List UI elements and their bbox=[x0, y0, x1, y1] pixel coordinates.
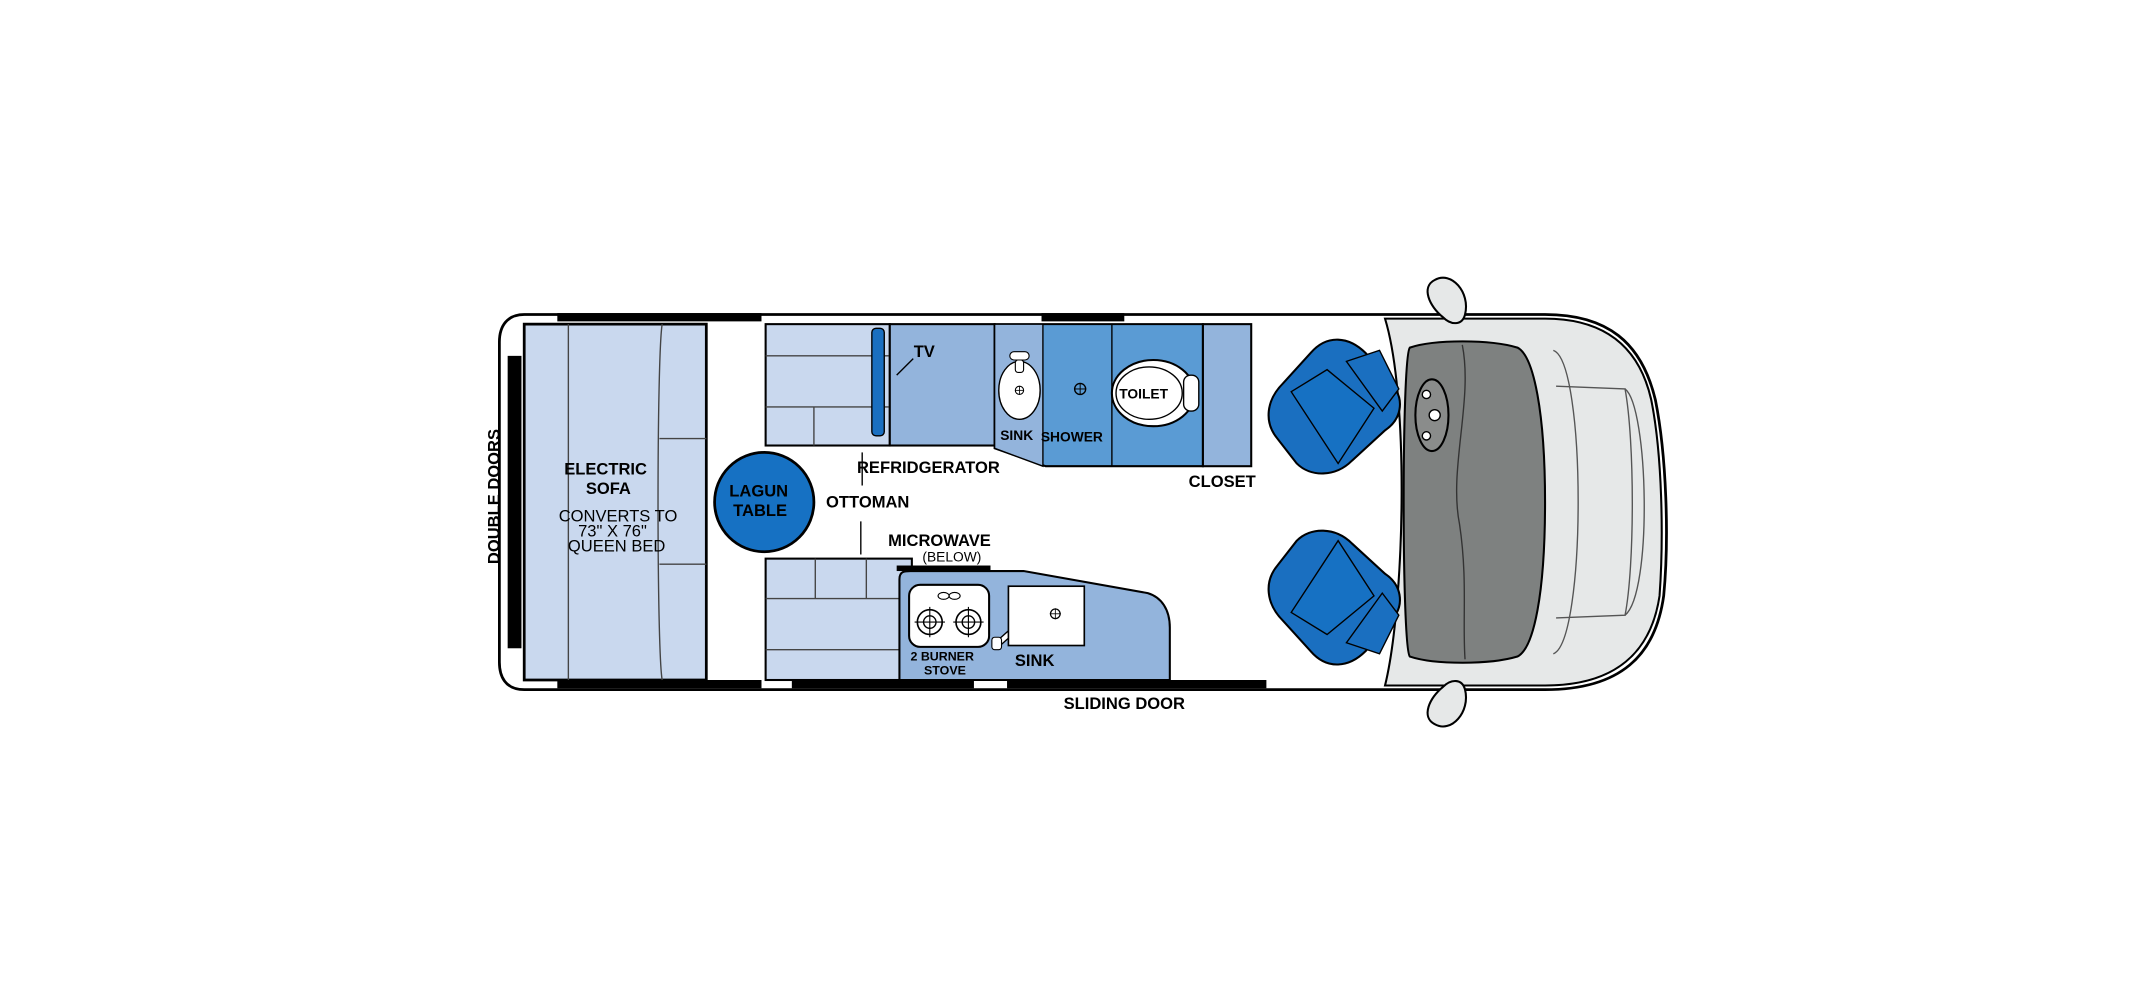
hood-panel bbox=[1556, 385, 1633, 619]
upper-bench bbox=[764, 323, 891, 447]
electric-sofa bbox=[522, 322, 708, 682]
microwave-note: (BELOW) bbox=[922, 549, 981, 564]
stove-label: 2 BURNER bbox=[910, 650, 973, 664]
double-doors-label: DOUBLE DOORS bbox=[484, 429, 503, 564]
lower-bench bbox=[764, 557, 913, 682]
tv-panel bbox=[871, 327, 885, 437]
left-mirror bbox=[1426, 276, 1468, 325]
toilet-icon bbox=[1110, 358, 1200, 428]
wall-bar bbox=[557, 313, 762, 322]
steering-wheel-icon bbox=[1414, 378, 1450, 453]
lagun-table-label: LAGUN bbox=[729, 482, 788, 501]
hood-panel-edge bbox=[1624, 388, 1645, 616]
double-doors-bar bbox=[507, 355, 522, 649]
electric-sofa-label: ELECTRIC bbox=[564, 459, 647, 478]
drain-icon bbox=[1049, 608, 1061, 620]
wall-bar bbox=[791, 680, 974, 689]
wall-bar bbox=[557, 680, 762, 689]
burner-icon bbox=[914, 606, 945, 638]
captain-chair-icon bbox=[1267, 529, 1401, 666]
drain-icon bbox=[1073, 382, 1087, 396]
refrigerator-label: REFRIDGERATOR bbox=[857, 458, 1000, 477]
closet bbox=[1201, 323, 1253, 468]
captain-chair-icon bbox=[1267, 338, 1401, 475]
burner-icon bbox=[953, 606, 984, 638]
sofa-note: 73" X 76" bbox=[578, 522, 647, 541]
tv-label: TV bbox=[914, 342, 935, 361]
closet-label: CLOSET bbox=[1189, 472, 1256, 491]
stove-knobs bbox=[937, 591, 961, 600]
wall-bar bbox=[1007, 680, 1267, 689]
galley-sink-label: SINK bbox=[1015, 651, 1055, 670]
right-mirror bbox=[1426, 680, 1468, 728]
bath-sink-label: SINK bbox=[1000, 428, 1033, 443]
sofa-note: QUEEN BED bbox=[568, 537, 666, 556]
lagun-table bbox=[713, 451, 816, 554]
electric-sofa-label: SOFA bbox=[586, 479, 631, 498]
toilet-label: TOILET bbox=[1119, 387, 1168, 402]
stove-label: STOVE bbox=[924, 663, 966, 677]
ottoman-label: OTTOMAN bbox=[826, 493, 909, 512]
faucet-icon bbox=[1009, 351, 1030, 373]
shower-label: SHOWER bbox=[1041, 429, 1103, 444]
tv-leader bbox=[896, 358, 914, 376]
stove-top bbox=[908, 583, 991, 648]
sofa-back bbox=[657, 324, 663, 681]
galley-sink-basin bbox=[1007, 585, 1086, 647]
hood-line bbox=[1552, 349, 1579, 655]
microwave-label: MICROWAVE bbox=[888, 531, 991, 550]
dashboard-ridge bbox=[1455, 344, 1466, 660]
sliding-door-label: SLIDING DOOR bbox=[1064, 694, 1185, 713]
refrigerator bbox=[888, 323, 996, 447]
lagun-table-label: TABLE bbox=[733, 501, 787, 520]
sofa-note: CONVERTS TO bbox=[559, 506, 678, 525]
wall-bar bbox=[1041, 313, 1125, 322]
microwave-bar bbox=[896, 565, 991, 572]
